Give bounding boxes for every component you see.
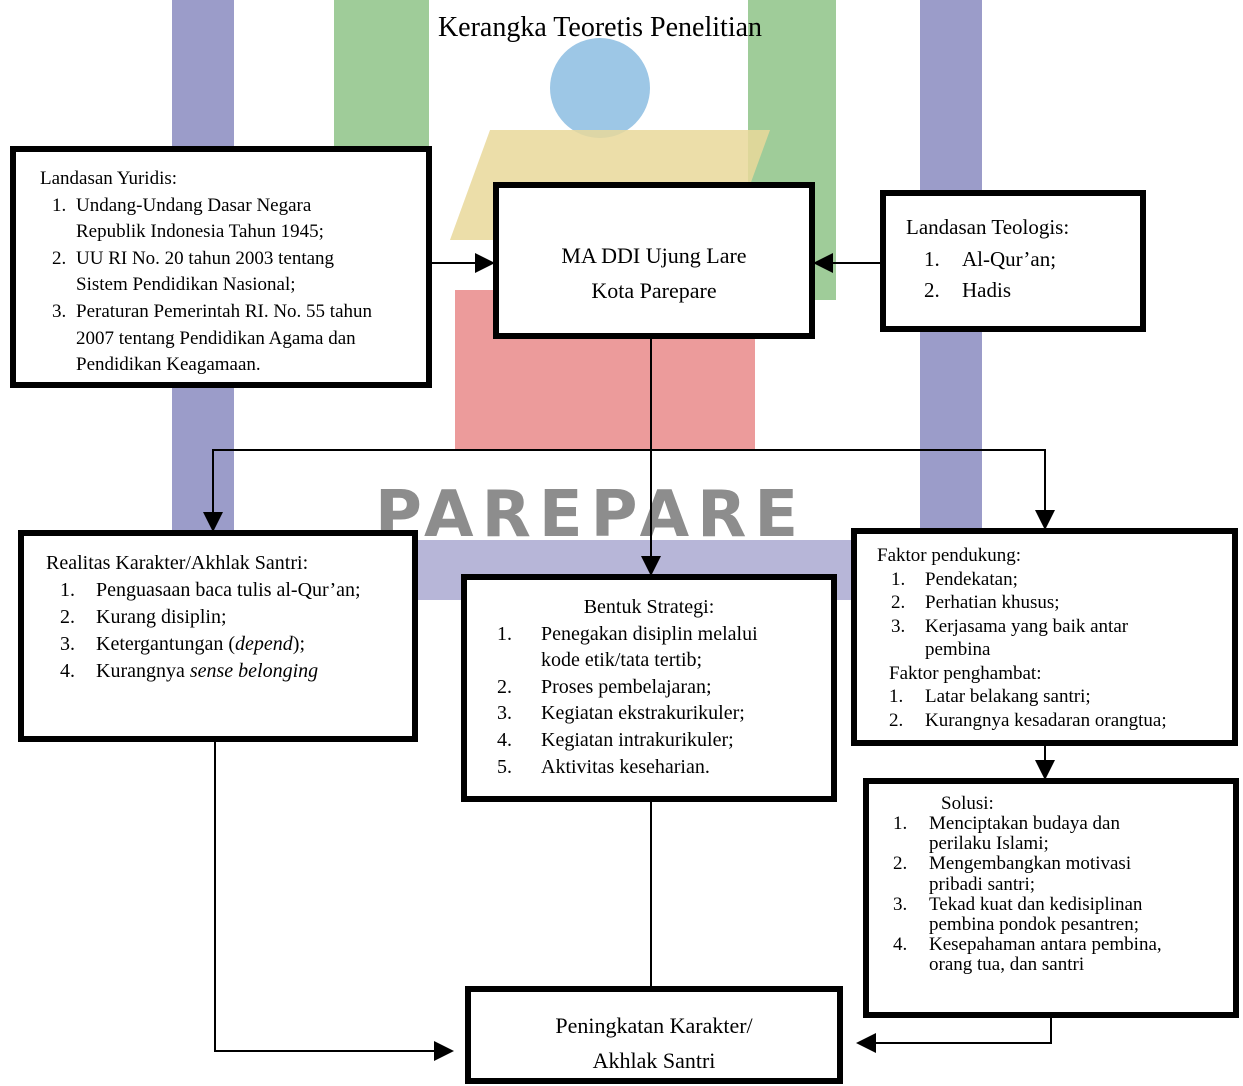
list-item: 1. Al-Qur’an; bbox=[924, 246, 1057, 271]
center-line1: MA DDI Ujung Lare bbox=[561, 243, 747, 268]
solusi-list: 1. Menciptakan budaya dan perilaku Islam… bbox=[893, 813, 1227, 975]
list-item: 1. Menciptakan budaya dan perilaku Islam… bbox=[893, 813, 1120, 855]
list-item: 4. Kesepahaman antara pembina, orang tua… bbox=[893, 933, 1162, 975]
list-item: 1. Penguasaan baca tulis al-Qur’an; bbox=[60, 579, 361, 601]
solusi-heading: Solusi: bbox=[941, 793, 994, 814]
list-item: 5. Aktivitas keseharian. bbox=[497, 755, 710, 778]
line-solusi-to-result bbox=[856, 1018, 1052, 1053]
realitas-list: 1. Penguasaan baca tulis al-Qur’an; 2. K… bbox=[60, 577, 402, 685]
watermark-text: PAREPARE bbox=[375, 478, 807, 552]
watermark-globe bbox=[550, 38, 650, 138]
strategi-heading: Bentuk Strategi: bbox=[583, 596, 715, 618]
yuridis-heading: Landasan Yuridis: bbox=[40, 168, 178, 189]
list-item: 3. Peraturan Pemerintah RI. No. 55 tahun… bbox=[52, 300, 373, 376]
teologis-list: 1. Al-Qur’an; 2. Hadis bbox=[924, 244, 1130, 307]
box-bentuk-strategi: Bentuk Strategi: 1. Penegakan disiplin m… bbox=[461, 574, 837, 802]
list-item: 3. Ketergantungan (depend); bbox=[60, 633, 306, 655]
line-realitas-to-result bbox=[214, 740, 454, 1061]
box-faktor: Faktor pendukung: 1. Pendekatan; 2. Perh… bbox=[851, 528, 1238, 746]
list-item: 3. Kegiatan ekstrakurikuler; bbox=[497, 702, 745, 725]
page-title: Kerangka Teoretis Penelitian bbox=[437, 12, 763, 43]
list-item: 2. UU RI No. 20 tahun 2003 tentang Siste… bbox=[52, 247, 335, 296]
yuridis-list: 1. Undang-Undang Dasar Negara Republik I… bbox=[52, 193, 414, 379]
list-item: 1. Undang-Undang Dasar Negara Republik I… bbox=[52, 194, 324, 243]
list-item: 2. Kurang disiplin; bbox=[60, 606, 227, 628]
box-landasan-teologis: Landasan Teologis: 1. Al-Qur’an; 2. Hadi… bbox=[880, 190, 1146, 332]
box-solusi: Solusi: 1. Menciptakan budaya dan perila… bbox=[863, 778, 1239, 1018]
list-item: 4. Kegiatan intrakurikuler; bbox=[497, 728, 734, 751]
box-landasan-yuridis: Landasan Yuridis: 1. Undang-Undang Dasar… bbox=[10, 146, 432, 388]
penghambat-list: 1. Latar belakang santri; 2. Kurangnya k… bbox=[889, 685, 1226, 732]
list-item: 2. Proses pembelajaran; bbox=[497, 675, 712, 698]
pendukung-heading: Faktor pendukung: bbox=[877, 545, 1022, 566]
result-line2: Akhlak Santri bbox=[592, 1048, 716, 1074]
center-line2: Kota Parepare bbox=[591, 278, 717, 304]
list-item: 3. Kerjasama yang baik antar pembina bbox=[891, 615, 1129, 661]
box-ma-ddi: MA DDI Ujung Lare Kota Parepare bbox=[493, 182, 815, 339]
branch-line bbox=[212, 449, 1046, 528]
box-realitas: Realitas Karakter/Akhlak Santri: 1. Peng… bbox=[18, 530, 418, 742]
list-item: 1. Latar belakang santri; bbox=[889, 686, 1091, 708]
list-item: 2. Hadis bbox=[924, 278, 1011, 302]
strategi-list: 1. Penegakan disiplin melalui kode etik/… bbox=[497, 621, 821, 781]
box-peningkatan-karakter: Peningkatan Karakter/ Akhlak Santri bbox=[465, 986, 843, 1084]
result-line1: Peningkatan Karakter/ bbox=[555, 1013, 753, 1038]
pendukung-list: 1. Pendekatan; 2. Perhatian khusus; 3. K… bbox=[891, 568, 1226, 662]
list-item: 1. Pendekatan; bbox=[891, 568, 1018, 590]
list-item: 1. Penegakan disiplin melalui kode etik/… bbox=[497, 622, 758, 672]
realitas-heading: Realitas Karakter/Akhlak Santri: bbox=[46, 552, 309, 574]
list-item: 2. Mengembangkan motivasi pribadi santri… bbox=[893, 853, 1132, 895]
penghambat-heading: Faktor penghambat: bbox=[889, 662, 1042, 684]
teologis-heading: Landasan Teologis: bbox=[906, 215, 1070, 239]
list-item: 3. Tekad kuat dan kedisiplinan pembina p… bbox=[893, 893, 1143, 935]
list-item: 2. Kurangnya kesadaran orangtua; bbox=[889, 709, 1167, 731]
list-item: 4. Kurangnya sense belonging bbox=[60, 660, 319, 682]
list-item: 2. Perhatian khusus; bbox=[891, 592, 1060, 614]
